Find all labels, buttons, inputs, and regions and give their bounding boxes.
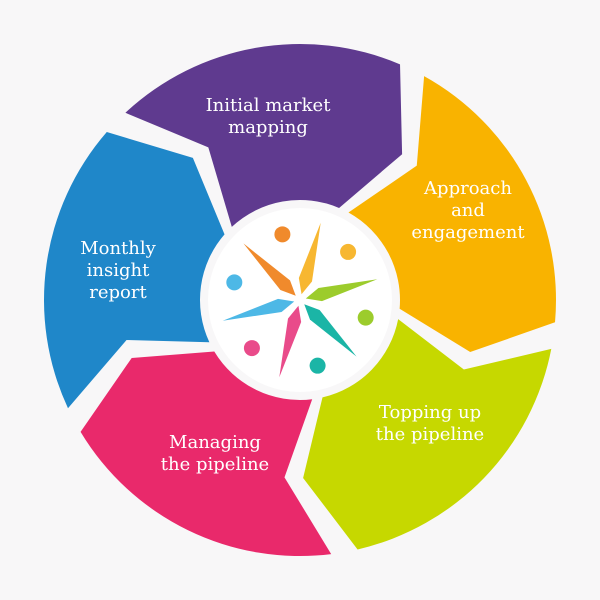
step-segment-initial-market-mapping (125, 44, 403, 227)
logo-arm-1 (305, 279, 378, 302)
logo-person-head-5 (274, 226, 291, 243)
step-label-monthly-insight-report: Monthly insight report (80, 238, 156, 303)
star-people-logo (222, 222, 378, 378)
step-label-topping-up-pipeline: Topping up the pipeline (375, 402, 485, 445)
logo-arm-0 (298, 222, 321, 295)
logo-person-head-2 (309, 357, 326, 374)
logo-person-head-0 (340, 243, 357, 260)
step-segment-monthly-insight-report (43, 132, 225, 409)
step-label-managing-pipeline: Managing the pipeline (160, 432, 270, 475)
step-segment-managing-pipeline (80, 351, 332, 556)
center-circle (208, 208, 392, 392)
logo-arm-3 (279, 305, 302, 378)
logo-person-head-3 (243, 340, 260, 357)
logo-arm-2 (304, 304, 357, 357)
logo-person-head-1 (357, 309, 374, 326)
step-segment-approach-engagement (348, 76, 556, 353)
step-label-initial-market-mapping: Initial market mapping (205, 95, 331, 138)
step-label-approach-engagement: Approach and engagement (411, 178, 525, 243)
step-segment-topping-up-pipeline (303, 319, 552, 550)
logo-arm-5 (243, 243, 296, 296)
logo-person-head-4 (226, 274, 243, 291)
logo-arm-4 (222, 298, 295, 321)
